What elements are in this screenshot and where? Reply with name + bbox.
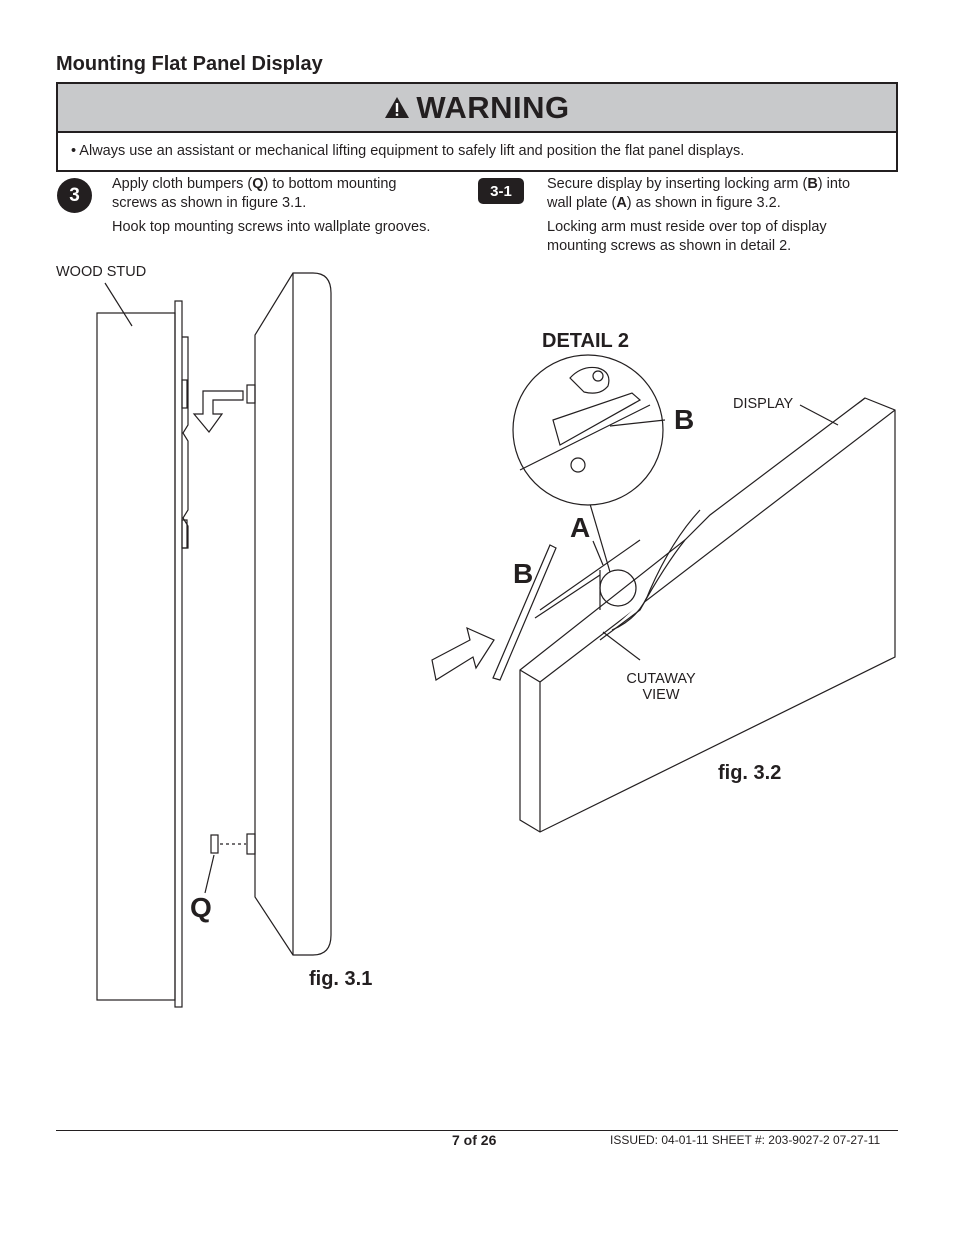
step31-text: mounting screws as shown in detail 2. [547,237,792,254]
detail-b-leader [609,419,666,427]
step3-text: Apply cloth bumpers ( [112,176,253,192]
issued-info: ISSUED: 04-01-11 SHEET #: 203-9027-2 07-… [610,1133,881,1147]
detail-screw [569,366,610,394]
fig-3-1-caption: fig. 3.1 [309,968,373,990]
wall-plate-edge [539,539,641,611]
detail-locking-arm [552,392,642,446]
step31-text: ) into [817,176,851,192]
display-leader [799,404,839,426]
detail-2-circle [512,354,664,506]
step31-text: Secure display by inserting locking arm … [547,176,808,192]
step3-text: Hook top mounting screws into wallplate … [112,219,431,235]
bottom-mounting-screw [246,833,256,855]
wall-plate-profile [182,336,189,549]
wall-plate [174,300,183,1008]
warning-box: WARNING • Always use an assistant or mec… [56,82,898,172]
cutaway-label-line2: VIEW [642,687,680,703]
top-mounting-screw [246,384,256,404]
step31-a-ref: A [616,194,627,211]
warning-text: • Always use an assistant or mechanical … [71,143,745,159]
cutaway-curve [611,509,701,631]
b-detail-label: B [674,404,695,435]
warning-header: WARNING [58,84,896,133]
step31-b-ref: B [807,176,818,192]
a-label: A [570,512,591,543]
cloth-bumper [210,834,219,854]
step3-text: ) to bottom mounting [263,176,397,192]
step3-q-ref: Q [252,176,264,192]
a-leader [592,540,604,566]
step-number-3: 3 [57,178,92,213]
step31-text: ) as shown in figure 3.2. [626,194,781,211]
bumper-leader [204,854,215,894]
cutaway-leader [602,631,641,661]
detail-2-label: DETAIL 2 [542,330,630,352]
b-label: B [513,558,534,589]
display-top-edge [539,409,896,683]
hook-arrow [192,390,244,433]
wall-plate-slot [181,519,188,549]
cutaway-label: CUTAWAY VIEW [624,671,698,703]
q-label: Q [190,892,212,923]
wall-plate-slot [181,379,188,409]
page-title: Mounting Flat Panel Display [56,53,323,75]
step3-text: screws as shown in figure 3.1. [112,194,307,211]
locking-arm [492,544,557,681]
detail-bottom-screw [570,457,586,473]
step31-text: wall plate ( [547,194,617,211]
wood-stud-leader [104,282,133,327]
step-number-3-1: 3-1 [478,178,524,204]
wood-stud-label: WOOD STUD [56,264,147,280]
insert-arrow [431,626,495,681]
page-number: 7 of 26 [452,1132,497,1148]
step31-text: Locking arm must reside over top of disp… [547,219,827,235]
detail-screw-head [592,370,604,382]
fig-3-2-caption: fig. 3.2 [718,762,782,784]
wall-plate-edge [534,574,601,619]
detail-plate-edge [519,404,651,471]
warning-icon [385,97,410,118]
display-label: DISPLAY [733,396,794,412]
step3-instructions: Apply cloth bumpers (Q) to bottom mounti… [112,175,430,237]
display-side-view [254,272,332,956]
step31-instructions: Secure display by inserting locking arm … [547,175,850,255]
warning-heading: WARNING [416,89,570,125]
cutaway-label-line1: CUTAWAY [626,671,696,687]
footer-rule [56,1130,898,1131]
